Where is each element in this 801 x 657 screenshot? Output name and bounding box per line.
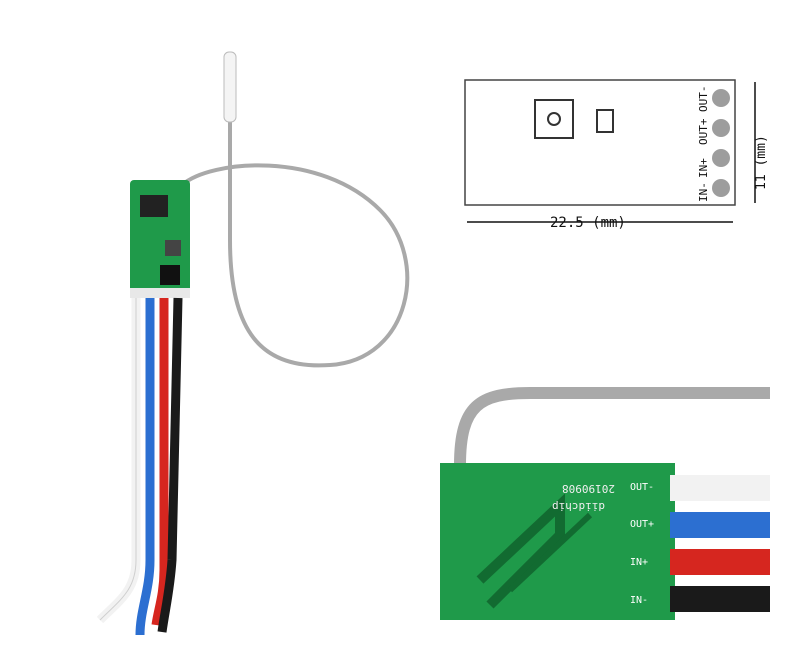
trace-2 [507, 512, 593, 593]
pin-4 [712, 179, 730, 197]
wire-black [157, 297, 183, 633]
pin-3 [712, 149, 730, 167]
pin-label-in-minus: IN- [697, 182, 710, 202]
silkscreen-date: 20190908 [562, 482, 615, 495]
wire-blue [135, 298, 155, 636]
closeup-wire-blue [670, 512, 770, 538]
chip [140, 195, 168, 217]
closeup-wire-red [670, 549, 770, 575]
height-dim-label: 11 (mm) [754, 135, 769, 190]
trace-1 [476, 493, 565, 609]
button-hole [547, 112, 561, 126]
antenna-tip [223, 51, 237, 123]
pin-label-in-plus: IN+ [697, 158, 710, 178]
antenna-wire [180, 120, 410, 368]
closeup-wire-black [670, 586, 770, 612]
pin-label-out-minus: OUT- [697, 86, 710, 113]
board-outline [464, 79, 736, 206]
closeup-wire-white [670, 475, 770, 501]
silkscreen-brand: diidchip [552, 500, 605, 513]
wire-white-outline [99, 298, 137, 621]
pcb-closeup-svg: 20190908 diidchip OUT- OUT+ IN+ IN- [440, 387, 770, 620]
pcb-end [130, 288, 190, 298]
closeup-pin-label-2: OUT+ [630, 519, 654, 530]
closeup-pin-label-4: IN- [630, 595, 648, 606]
closeup-pin-label-1: OUT- [630, 482, 654, 493]
wire-red [151, 298, 169, 626]
module-photo-svg [96, 51, 410, 636]
pin-2 [712, 119, 730, 137]
width-dim-label: 22.5 (mm) [550, 215, 626, 231]
closeup-pin-label-3: IN+ [630, 557, 648, 568]
pin-label-out-plus: OUT+ [697, 118, 710, 145]
button [165, 240, 181, 256]
regulator [160, 265, 180, 285]
led-outline [596, 109, 614, 133]
dimension-svg: IN- IN+ OUT+ OUT- 22.5 (mm) 11 (mm) [464, 79, 769, 231]
dimension-diagram: IN- IN+ OUT+ OUT- 22.5 (mm) 11 (mm) [455, 70, 795, 240]
closeup-antenna [454, 387, 770, 466]
button-outline [534, 99, 574, 139]
pcb-closeup: 20190908 diidchip OUT- OUT+ IN+ IN- [440, 375, 770, 625]
wire-white [96, 298, 141, 624]
module-photo [60, 40, 440, 650]
pin-1 [712, 89, 730, 107]
